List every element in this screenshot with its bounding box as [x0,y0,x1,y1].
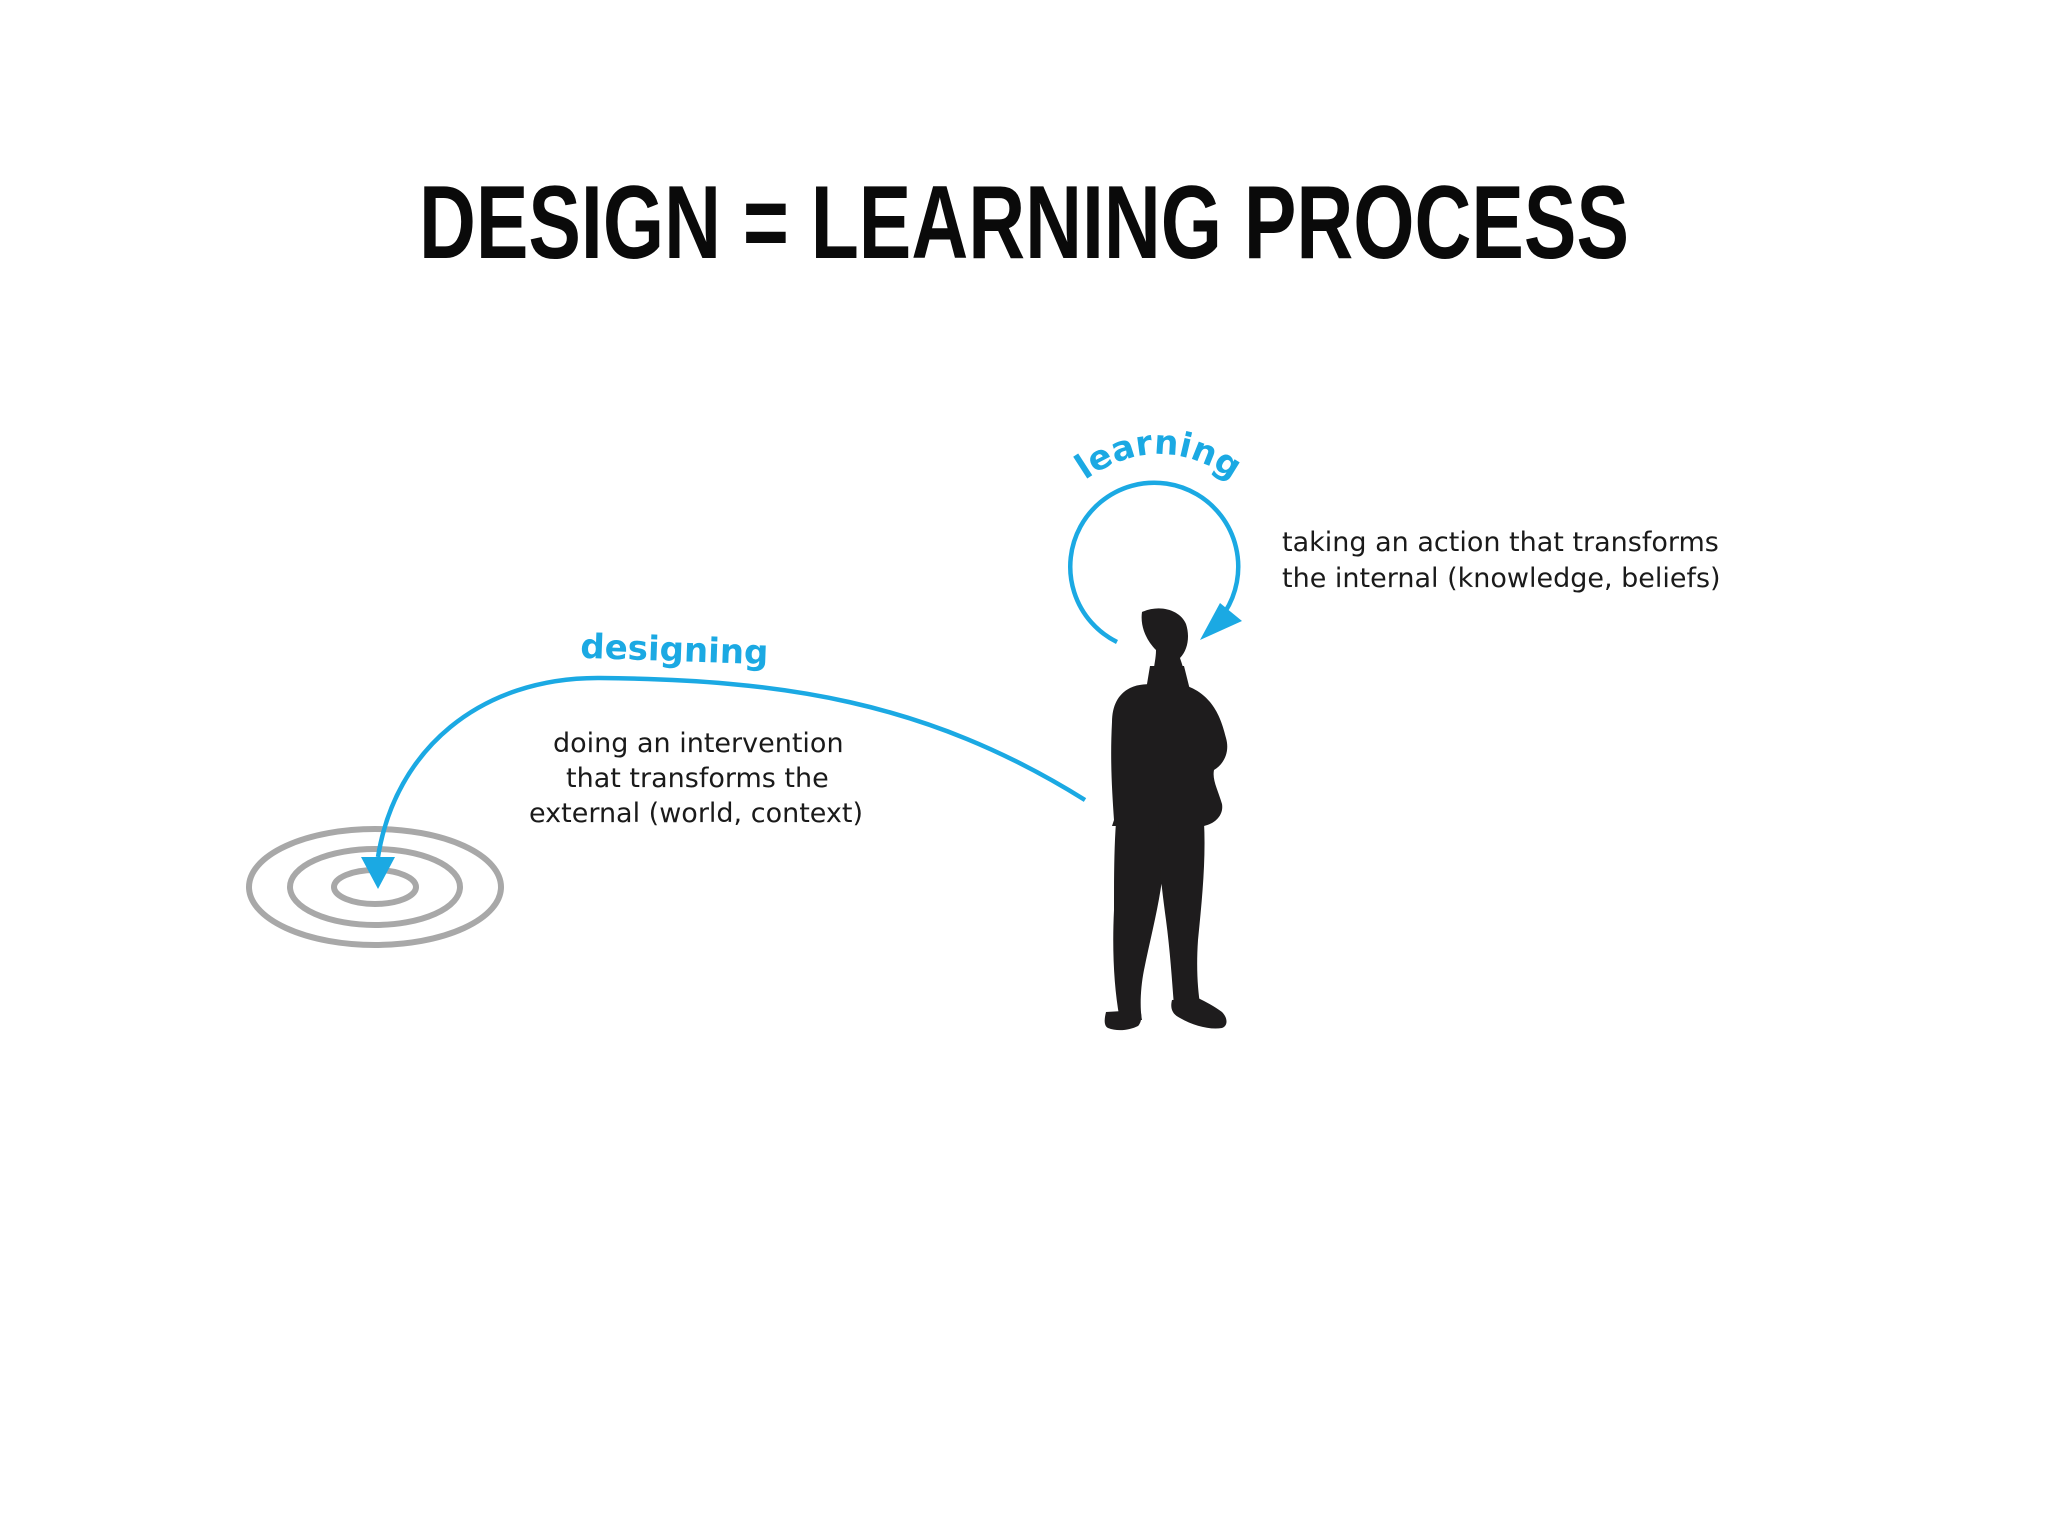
designing-arrow [361,675,1087,889]
designing-description-line-2: that transforms the [566,763,829,794]
designing-description-line-3: external (world, context) [529,798,863,829]
person-silhouette-icon [1104,608,1228,1031]
target-rings-icon [246,826,504,948]
learning-description-line-1: taking an action that transforms [1282,527,1719,558]
learning-label-path: learning [1068,423,1249,488]
learning-description: taking an action that transforms the int… [1282,527,1721,594]
designing-description-line-1: doing an intervention [553,728,844,759]
designing-label: designing [580,627,769,674]
learning-label: learning [1068,423,1249,488]
learning-description-line-2: the internal (knowledge, beliefs) [1282,563,1721,594]
designing-description: doing an intervention that transforms th… [529,728,863,829]
page-title: DESIGN = LEARNING PROCESS [419,165,1629,281]
learning-cycle-arrow [1068,480,1242,645]
